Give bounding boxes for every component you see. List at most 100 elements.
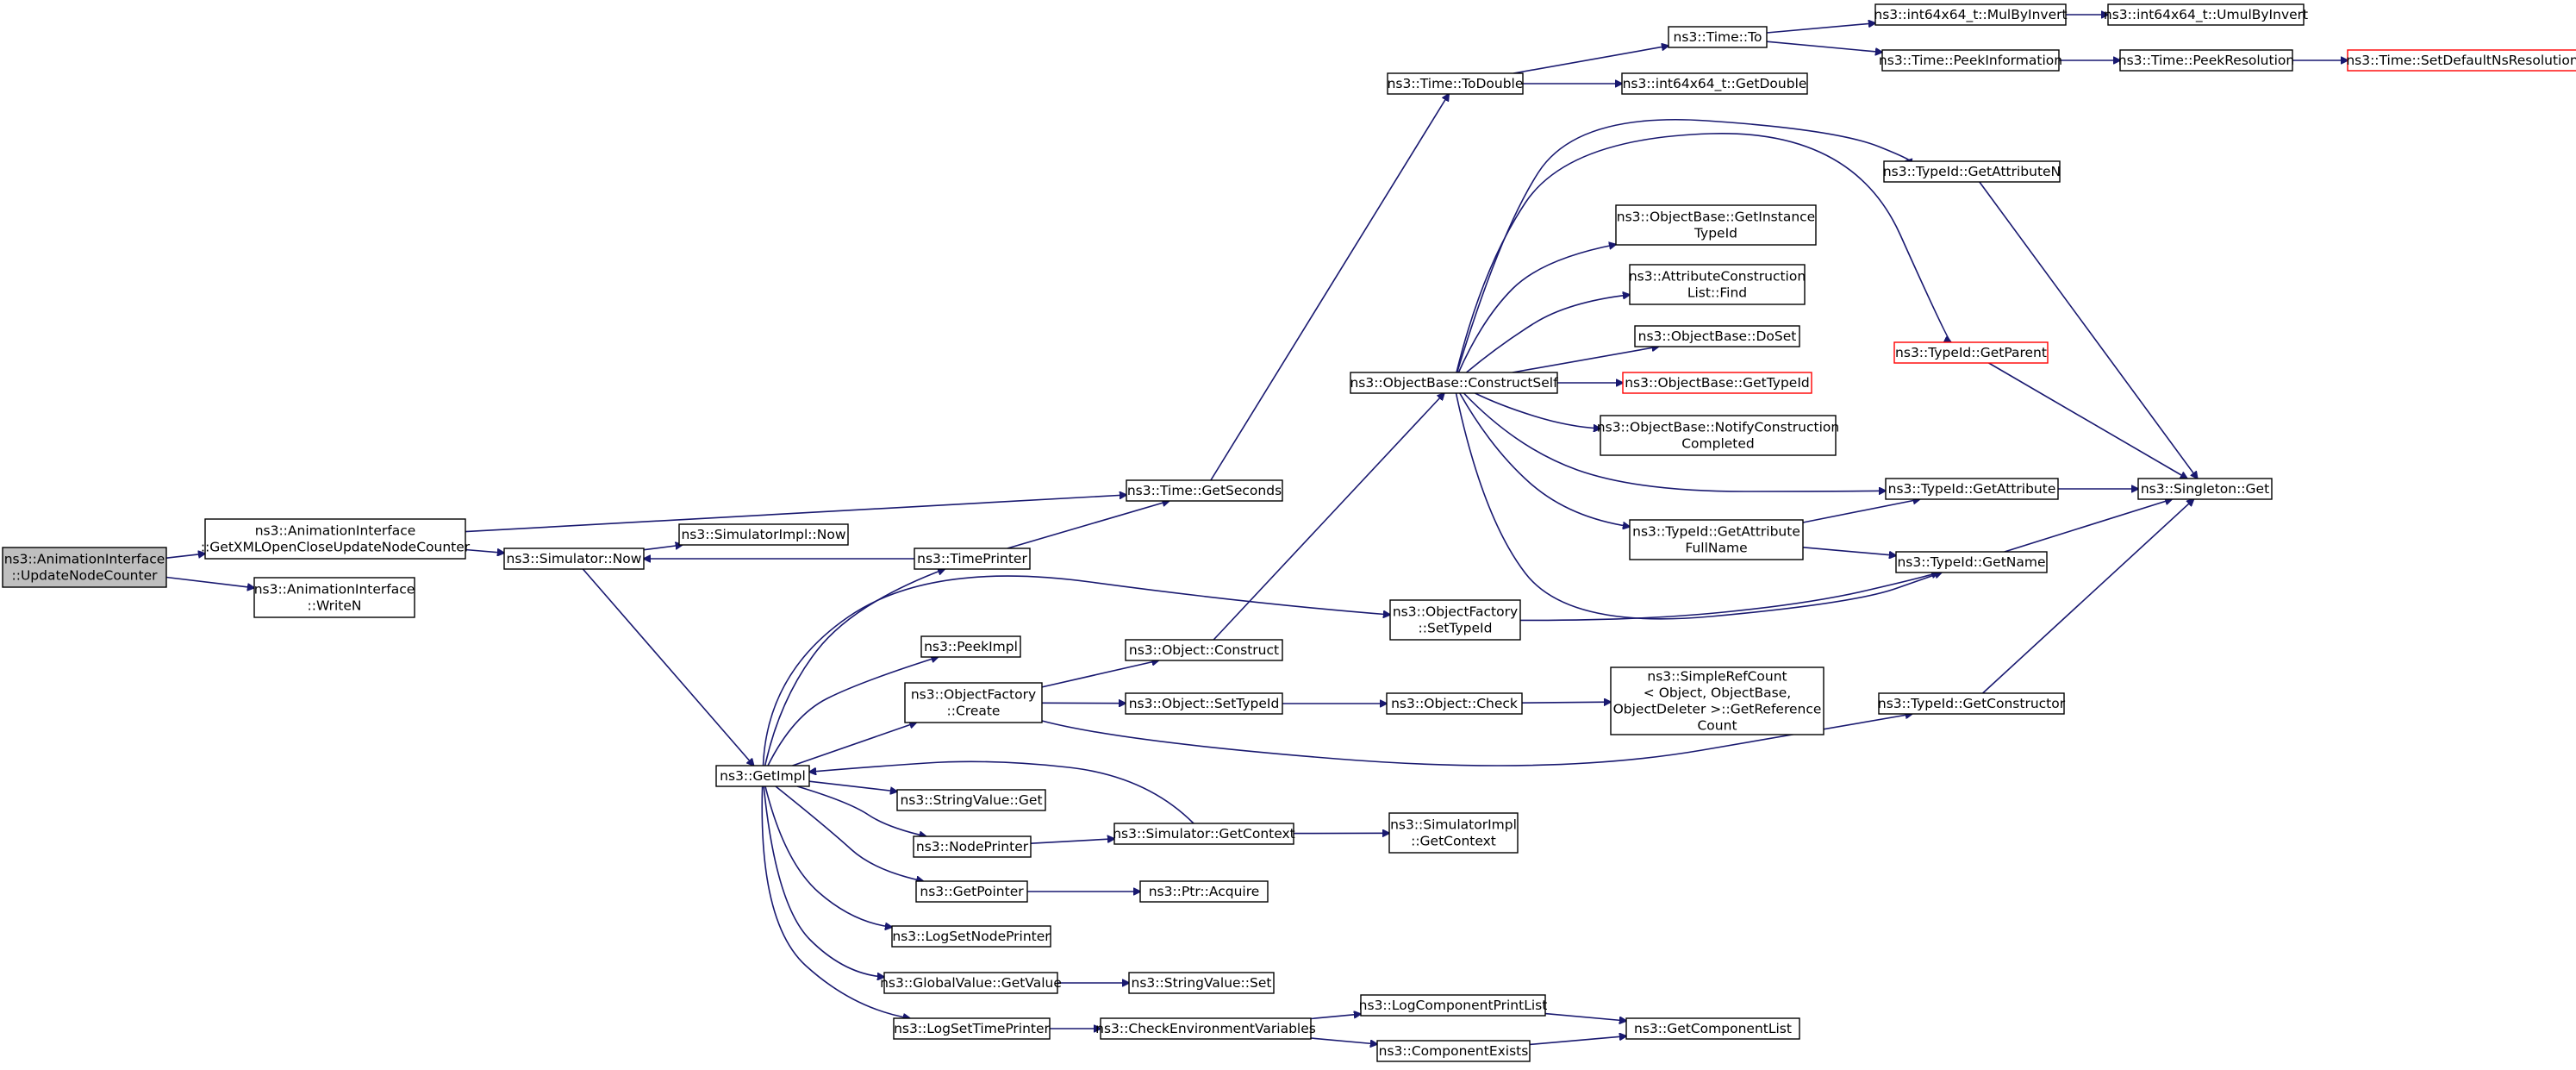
node-label-line: ns3::NodePrinter	[916, 839, 1029, 854]
graph-node-simgetcontext[interactable]: ns3::Simulator::GetContext	[1113, 823, 1295, 845]
node-label-line: ns3::GetImpl	[720, 768, 806, 784]
graph-node-logsettimeprinter[interactable]: ns3::LogSetTimePrinter	[893, 1017, 1051, 1040]
graph-node-simnow[interactable]: ns3::Simulator::Now	[503, 548, 645, 570]
node-label-line: ns3::TypeId::GetName	[1897, 554, 2045, 570]
call-edge-constructself-to-getparent	[1456, 133, 1951, 373]
node-label-line: ::UpdateNodeCounter	[12, 568, 159, 584]
graph-node-getname[interactable]: ns3::TypeId::GetName	[1895, 551, 2048, 573]
call-edge-getimpl-to-ofsettypeid	[762, 575, 1391, 767]
node-label-line: ::Create	[947, 704, 1001, 719]
node-box	[2107, 3, 2305, 26]
graph-node-update[interactable]: ns3::AnimationInterface::UpdateNodeCount…	[2, 547, 167, 588]
graph-node-objsettypeid[interactable]: ns3::Object::SetTypeId	[1125, 692, 1283, 715]
graph-node-doset[interactable]: ns3::ObjectBase::DoSet	[1634, 325, 1800, 347]
call-edge-getxml-to-simnow	[465, 550, 504, 554]
call-edge-constructself-to-attrconstrfind	[1465, 295, 1631, 373]
node-box	[1600, 415, 1837, 456]
call-edge-update-to-writen	[165, 576, 254, 588]
call-edge-todouble-to-timeto	[1513, 46, 1668, 74]
graph-node-constructself[interactable]: ns3::ObjectBase::ConstructSelf	[1350, 372, 1558, 394]
graph-node-componentexists[interactable]: ns3::ComponentExists	[1376, 1040, 1531, 1062]
graph-node-notifyconstruction[interactable]: ns3::ObjectBase::NotifyConstructionCompl…	[1597, 415, 1839, 456]
graph-node-stringvalueget[interactable]: ns3::StringValue::Get	[896, 789, 1046, 811]
call-edge-simgetcontext-to-getimpl	[809, 760, 1194, 824]
graph-node-objconstruct[interactable]: ns3::Object::Construct	[1125, 639, 1283, 661]
node-label-line: ns3::GlobalValue::GetValue	[880, 975, 1062, 991]
node-label-line: ns3::TypeId::GetParent	[1895, 345, 2047, 360]
node-box	[904, 682, 1043, 723]
call-edge-getname-to-singletonget	[2004, 499, 2172, 553]
node-label-line: ns3::TypeId::GetConstructor	[1878, 696, 2066, 711]
graph-node-simimplnow[interactable]: ns3::SimulatorImpl::Now	[678, 523, 849, 546]
graph-node-int64getdouble[interactable]: ns3::int64x64_t::GetDouble	[1621, 72, 1808, 95]
node-box	[253, 577, 415, 618]
graph-node-getpointer[interactable]: ns3::GetPointer	[915, 880, 1028, 903]
graph-node-objcheck[interactable]: ns3::Object::Check	[1386, 692, 1523, 715]
graph-node-timeprinter[interactable]: ns3::TimePrinter	[914, 548, 1031, 570]
call-edge-getattributen-to-singletonget	[1979, 181, 2198, 479]
graph-node-getseconds[interactable]: ns3::Time::GetSeconds	[1126, 479, 1283, 502]
graph-node-getattribute[interactable]: ns3::TypeId::GetAttribute	[1885, 478, 2059, 500]
call-edge-logcomponentprintlist-to-getcomponentlist	[1544, 1012, 1626, 1021]
graph-node-ofcreate[interactable]: ns3::ObjectFactory::Create	[904, 682, 1043, 723]
graph-node-simimplgetcontext[interactable]: ns3::SimulatorImpl::GetContext	[1388, 812, 1519, 854]
graph-node-nodeprinter[interactable]: ns3::NodePrinter	[913, 835, 1032, 858]
graph-node-singletonget[interactable]: ns3::Singleton::Get	[2137, 478, 2273, 500]
graph-node-stringvalueset[interactable]: ns3::StringValue::Set	[1128, 972, 1275, 994]
graph-node-logsetnodeprinter[interactable]: ns3::LogSetNodePrinter	[891, 925, 1051, 948]
call-edge-update-to-getxml	[165, 554, 205, 559]
graph-node-peekimpl[interactable]: ns3::PeekImpl	[920, 635, 1021, 658]
graph-node-getcomponentlist[interactable]: ns3::GetComponentList	[1625, 1017, 1800, 1040]
node-label-line: ns3::CheckEnvironmentVariables	[1095, 1021, 1316, 1036]
node-label-line: ns3::TypeId::GetAttributeN	[1883, 164, 2061, 179]
node-label-line: ns3::int64x64_t::GetDouble	[1623, 76, 1807, 92]
graph-node-mulbyinvert[interactable]: ns3::int64x64_t::MulByInvert	[1874, 3, 2068, 26]
node-box	[1126, 479, 1283, 502]
node-label-line: ns3::TypeId::GetAttribute	[1632, 524, 1800, 540]
graph-node-timeto[interactable]: ns3::Time::To	[1668, 26, 1768, 48]
node-label-line: ns3::Time::PeekInformation	[1879, 53, 2062, 68]
graph-node-globalvaluegetvalue[interactable]: ns3::GlobalValue::GetValue	[880, 972, 1062, 994]
node-label-line: ns3::SimulatorImpl::Now	[681, 527, 845, 542]
node-box	[1881, 49, 2060, 72]
node-label-line: TypeId	[1693, 226, 1737, 241]
node-label-line: ns3::TypeId::GetAttribute	[1888, 481, 2056, 497]
node-box	[1878, 692, 2065, 715]
node-label-line: Count	[1697, 718, 1737, 734]
node-box	[1895, 551, 2048, 573]
node-box	[1100, 1017, 1312, 1040]
graph-node-ofsettypeid[interactable]: ns3::ObjectFactory::SetTypeId	[1389, 599, 1521, 641]
graph-node-getxml[interactable]: ns3::AnimationInterface::GetXMLOpenClose…	[201, 518, 471, 560]
graph-node-getparent[interactable]: ns3::TypeId::GetParent	[1893, 341, 2049, 364]
graph-node-ptracquire[interactable]: ns3::Ptr::Acquire	[1139, 880, 1269, 903]
graph-node-checkenv[interactable]: ns3::CheckEnvironmentVariables	[1095, 1017, 1316, 1040]
node-box	[715, 765, 810, 787]
node-box	[1625, 1017, 1800, 1040]
call-edge-timeto-to-peekinformation	[1766, 41, 1882, 52]
node-box	[1610, 666, 1824, 735]
graph-node-peekresolution[interactable]: ns3::Time::PeekResolution	[2118, 49, 2294, 72]
graph-node-todouble[interactable]: ns3::Time::ToDouble	[1387, 72, 1524, 95]
graph-node-simplerefcount[interactable]: ns3::SimpleRefCount< Object, ObjectBase,…	[1610, 666, 1824, 735]
node-label-line: ns3::Simulator::Now	[507, 551, 642, 566]
node-label-line: ns3::Time::To	[1674, 29, 1762, 45]
graph-node-umulbyinvert[interactable]: ns3::int64x64_t::UmulByInvert	[2104, 3, 2308, 26]
graph-node-peekinformation[interactable]: ns3::Time::PeekInformation	[1879, 49, 2062, 72]
node-label-line: ns3::Time::PeekResolution	[2118, 53, 2294, 68]
call-edge-getparent-to-singletonget	[1988, 362, 2187, 479]
node-label-line: ns3::AnimationInterface	[254, 582, 415, 598]
call-edge-simnow-to-simimplnow	[643, 545, 683, 551]
graph-node-getattributen[interactable]: ns3::TypeId::GetAttributeN	[1883, 160, 2061, 183]
graph-node-writen[interactable]: ns3::AnimationInterface::WriteN	[253, 577, 415, 618]
call-edge-constructself-to-doset	[1512, 347, 1659, 373]
graph-node-obgettypeid[interactable]: ns3::ObjectBase::GetTypeId	[1622, 372, 1812, 394]
call-edge-getimpl-to-nodeprinter	[796, 785, 926, 836]
graph-node-logcomponentprintlist[interactable]: ns3::LogComponentPrintList	[1359, 994, 1548, 1017]
graph-node-setdefaultns[interactable]: ns3::Time::SetDefaultNsResolution	[2346, 49, 2576, 72]
graph-node-getconstructor[interactable]: ns3::TypeId::GetConstructor	[1878, 692, 2066, 715]
graph-node-getimpl[interactable]: ns3::GetImpl	[715, 765, 810, 787]
node-box	[1125, 692, 1283, 715]
